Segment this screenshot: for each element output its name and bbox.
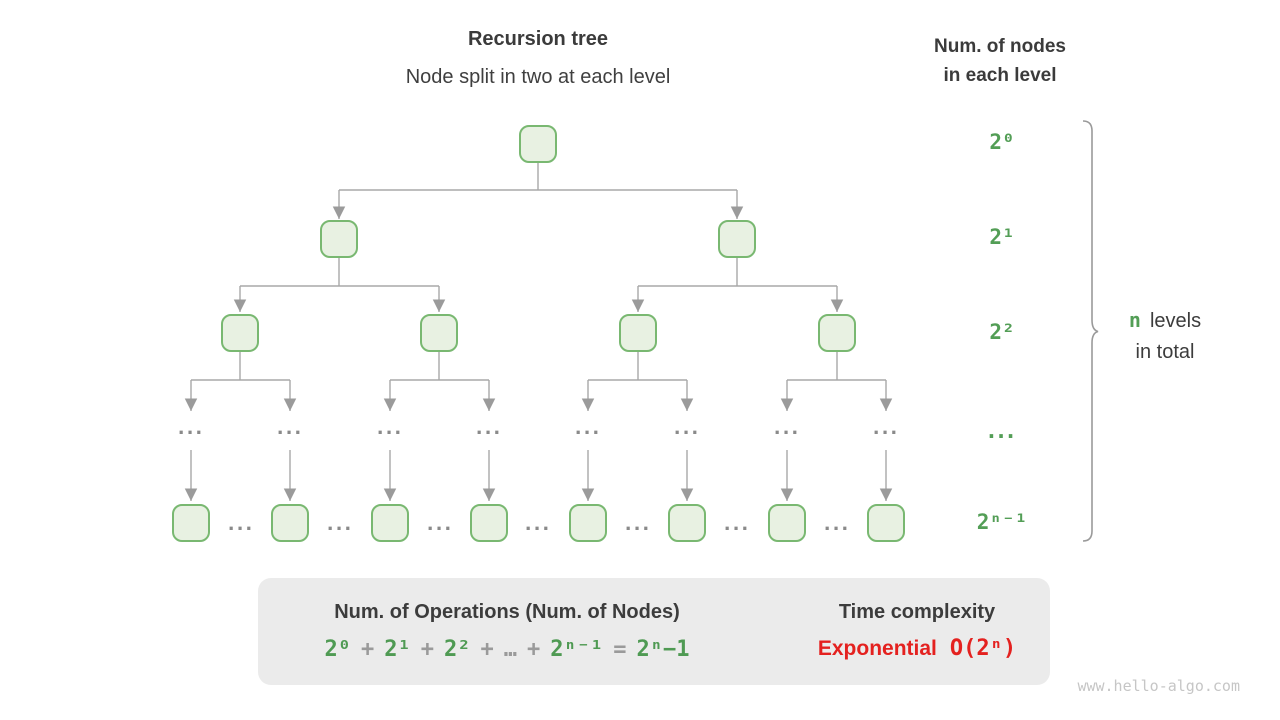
tree-node (420, 314, 458, 352)
tree-node (470, 504, 508, 542)
ellipsis-dots: ... (475, 418, 503, 439)
tree-node (867, 504, 905, 542)
ellipsis-dots: ... (376, 418, 404, 439)
diagram-subtitle: Node split in two at each level (405, 66, 671, 88)
ellipsis-dots: ... (823, 514, 851, 535)
formula-equals: = (613, 637, 627, 662)
formula-plus: + (361, 637, 375, 662)
formula-plus: + (420, 637, 435, 662)
complexity-result: Exponential O(2ⁿ) (798, 636, 1036, 661)
ellipsis-dots: ... (574, 418, 602, 439)
tree-node (768, 504, 806, 542)
tree-node (271, 504, 309, 542)
formula-term-2-0: 2⁰ (324, 637, 352, 662)
levels-text: levels (1149, 310, 1202, 332)
time-complexity-title: Time complexity (838, 601, 996, 623)
tree-node (619, 314, 657, 352)
formula-term-2-1: 2¹ (384, 637, 411, 662)
formula-term-2-2: 2² (444, 637, 471, 662)
right-header-line1: Num. of nodes (934, 36, 1066, 57)
ellipsis-dots: ... (524, 514, 552, 535)
complexity-value: O(2ⁿ) (949, 636, 1017, 661)
formula-term-2-n-1: 2ⁿ⁻¹ (550, 637, 604, 662)
tree-node (718, 220, 756, 258)
brace-annotation-line2: in total (1135, 341, 1195, 363)
tree-node (371, 504, 409, 542)
watermark: www.hello-algo.com (1077, 677, 1240, 695)
level-label-2-n-1: 2ⁿ⁻¹ (976, 510, 1028, 534)
formula-ellipsis: … (503, 637, 518, 662)
ellipsis-dots: ... (624, 514, 652, 535)
complexity-name: Exponential (817, 637, 937, 660)
tree-node (221, 314, 259, 352)
formula-plus: + (527, 637, 541, 662)
formula-plus: + (480, 637, 494, 662)
tree-node (569, 504, 607, 542)
level-label-2-2: 2² (989, 320, 1015, 344)
tree-node-root (519, 125, 557, 163)
ellipsis-dots: ... (426, 514, 454, 535)
diagram-title: Recursion tree (467, 28, 609, 50)
operations-formula: 2⁰ + 2¹ + 2² + … + 2ⁿ⁻¹ = 2ⁿ−1 (268, 637, 746, 662)
formula-result: 2ⁿ−1 (636, 637, 690, 662)
ellipsis-dots: ... (227, 514, 255, 535)
level-label-2-0: 2⁰ (989, 130, 1015, 154)
level-label-2-1: 2¹ (989, 225, 1015, 249)
ellipsis-dots: ... (773, 418, 801, 439)
brace (1082, 120, 1099, 542)
ellipsis-dots: ... (276, 418, 304, 439)
right-header-line2: in each level (943, 65, 1057, 86)
level-label-ellipsis: ... (987, 419, 1017, 443)
tree-node (818, 314, 856, 352)
ellipsis-dots: ... (872, 418, 900, 439)
summary-box (258, 578, 1050, 685)
ellipsis-dots: ... (326, 514, 354, 535)
tree-node (668, 504, 706, 542)
tree-node (320, 220, 358, 258)
ellipsis-dots: ... (177, 418, 205, 439)
operations-title: Num. of Operations (Num. of Nodes) (334, 601, 680, 623)
tree-node (172, 504, 210, 542)
right-column-header: Num. of nodes in each level (895, 32, 1105, 90)
ellipsis-dots: ... (673, 418, 701, 439)
ellipsis-dots: ... (723, 514, 751, 535)
n-symbol: n (1128, 308, 1141, 332)
